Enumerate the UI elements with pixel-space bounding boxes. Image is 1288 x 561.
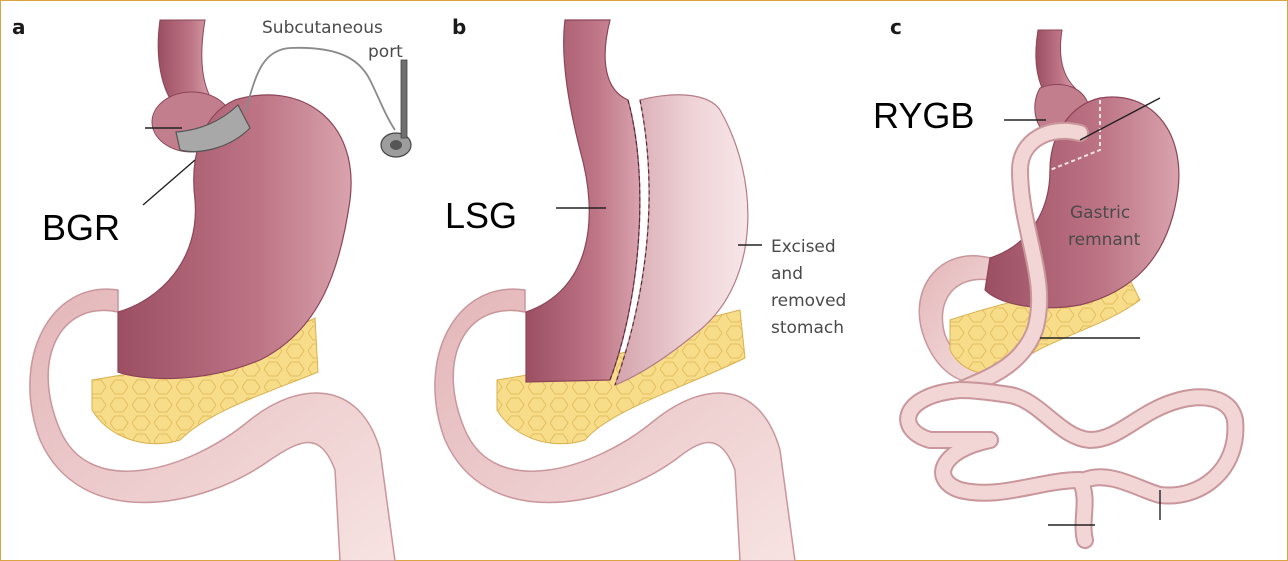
remnant-line2: remnant	[1068, 230, 1141, 250]
panel-b-letter: b	[452, 15, 466, 39]
panel-c-letter: c	[890, 15, 902, 39]
procedure-label-lsg: LSG	[445, 195, 517, 236]
sleeve-stomach	[526, 20, 640, 382]
small-intestine-fill	[908, 390, 1235, 540]
subcutaneous-port-icon	[381, 60, 411, 157]
remnant-line1: Gastric	[1070, 203, 1130, 223]
leader-bgr	[143, 160, 195, 205]
panel-a-letter: a	[12, 15, 26, 39]
excised-line1: Excised	[771, 237, 836, 257]
procedure-label-rygb: RYGB	[873, 95, 974, 136]
port-label-line1: Subcutaneous	[262, 18, 383, 38]
procedure-label-bgr: BGR	[42, 207, 120, 248]
excised-line3: removed	[771, 291, 846, 311]
excised-line2: and	[771, 264, 803, 284]
port-label-line2: port	[368, 42, 403, 62]
panel-a: a Subcutaneous port BGR	[12, 15, 411, 561]
panel-b: b LSG Excised and removed stomach	[435, 15, 846, 561]
panel-c: c RYGB Gastric remnant	[873, 15, 1235, 540]
small-intestine	[908, 390, 1235, 540]
excised-line4: stomach	[771, 318, 844, 338]
